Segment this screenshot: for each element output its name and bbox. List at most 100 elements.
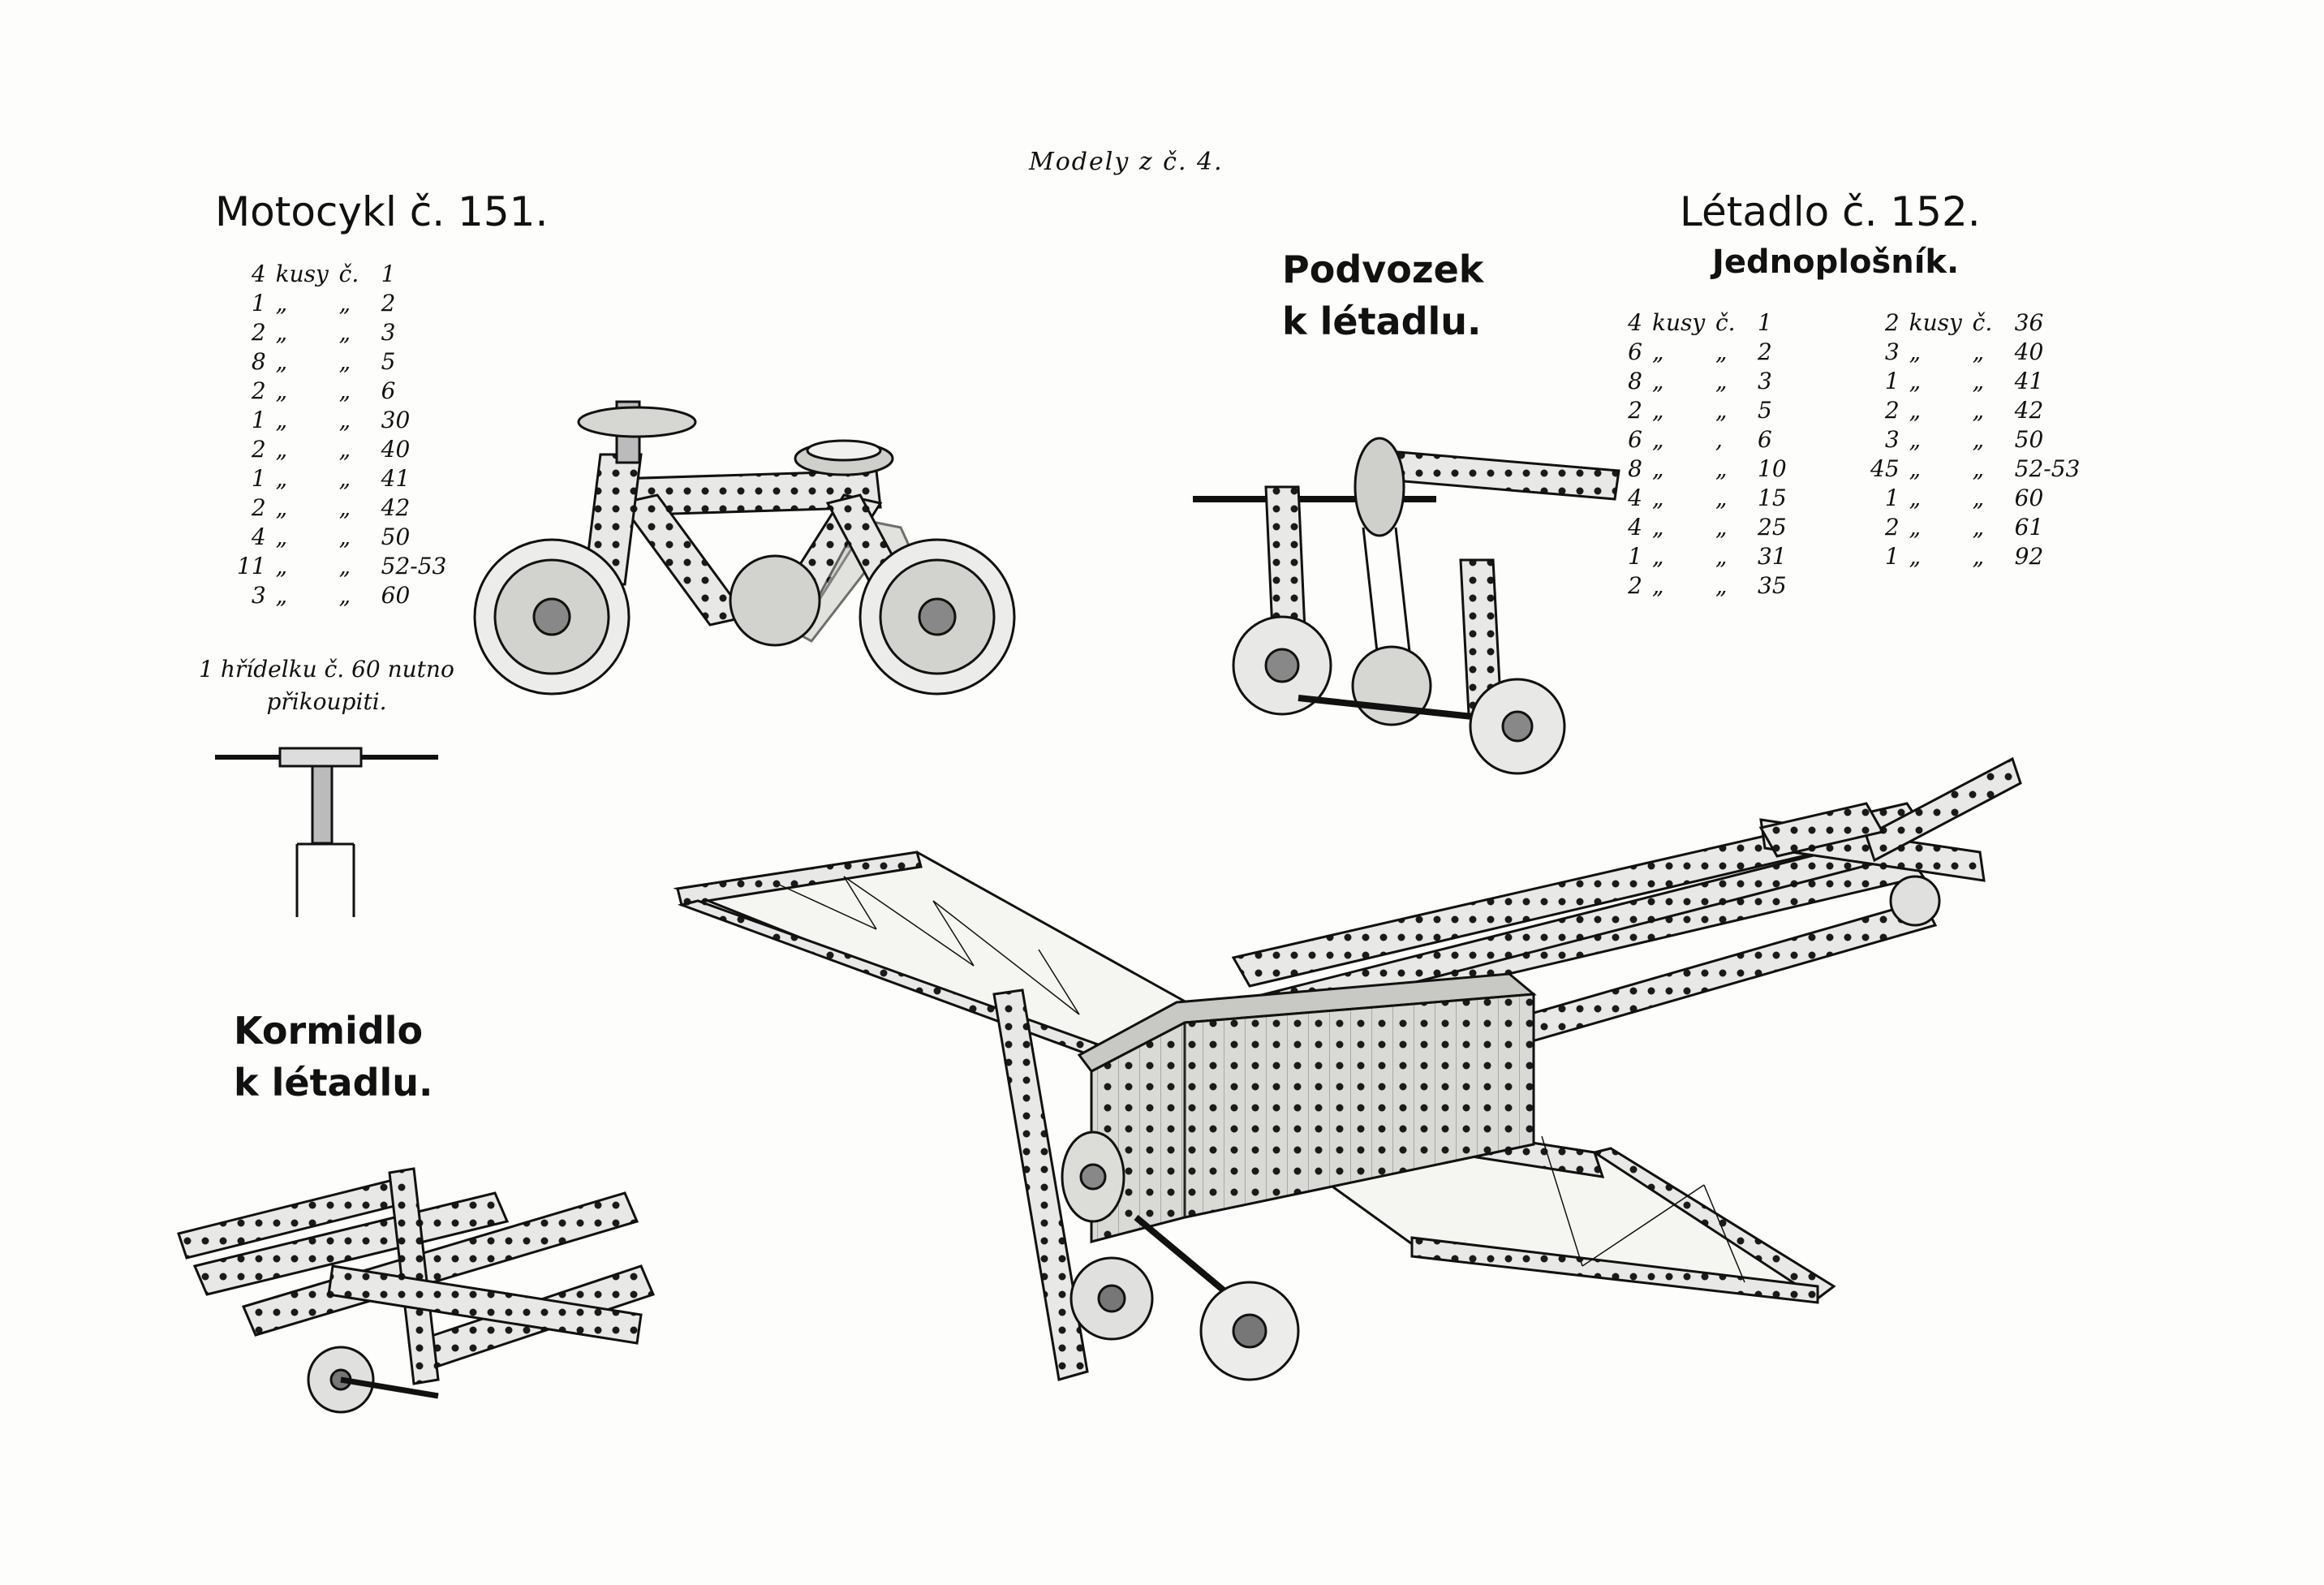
parts-c: „	[338, 582, 351, 609]
parts-row: 8„„10	[1615, 454, 1806, 484]
parts-row: 1 „ „ 41	[237, 464, 446, 493]
parts-row: 6„,6	[1615, 425, 1806, 454]
parts-qty: 2	[1884, 397, 1900, 424]
parts-c: č.	[1972, 309, 1993, 336]
parts-row: 1„„60	[1870, 484, 2080, 513]
parts-qty: 1	[1628, 543, 1642, 570]
parts-c: „	[338, 494, 351, 521]
parts-unit: „	[1652, 397, 1664, 424]
fork-illustration	[215, 747, 438, 917]
parts-row: 3„„40	[1870, 338, 2080, 367]
parts-row: 1 „ „ 31	[1615, 542, 1806, 571]
parts-num: 60	[2014, 485, 2044, 511]
parts-unit: „	[1652, 338, 1664, 365]
parts-num: 3	[1758, 368, 1772, 394]
parts-unit: „	[1909, 485, 1922, 511]
parts-qty: 4	[251, 523, 266, 550]
parts-qty: 4	[1628, 514, 1642, 541]
parts-unit: „	[275, 348, 288, 375]
parts-c: „	[1715, 543, 1728, 570]
parts-qty: 1	[1884, 368, 1900, 394]
parts-row: 1„„92	[1870, 542, 2080, 571]
parts-c: „	[1715, 485, 1728, 511]
parts-qty: 8	[1628, 368, 1642, 394]
parts-unit: „	[1652, 543, 1664, 570]
parts-num: 41	[2014, 368, 2044, 394]
parts-unit: „	[275, 407, 288, 433]
parts-c: „	[1972, 426, 1985, 453]
parts-c: „	[1972, 397, 1985, 424]
parts-num: 92	[2014, 543, 2044, 570]
parts-unit: „	[1909, 514, 1922, 541]
parts-unit: kusy	[275, 261, 329, 287]
parts-c: „	[1715, 397, 1728, 424]
parts-qty: 8	[251, 348, 266, 375]
podvozek-title: Podvozek k létadlu.	[1282, 243, 1483, 347]
parts-c: ,	[1715, 426, 1723, 453]
podvozek-title-line1: Podvozek	[1282, 248, 1484, 291]
parts-c: „	[338, 290, 351, 317]
parts-unit: „	[1652, 485, 1664, 511]
parts-qty: 6	[1628, 338, 1642, 365]
parts-c: „	[338, 319, 351, 346]
parts-row: 2„„6	[237, 377, 446, 406]
parts-qty: 4	[1628, 485, 1642, 511]
parts-row: 1„„30	[237, 406, 446, 435]
parts-c: „	[338, 436, 351, 463]
parts-unit: „	[275, 465, 288, 492]
parts-row: 4„„50	[237, 523, 446, 552]
kormidlo-title-line2: k létadlu.	[234, 1061, 433, 1105]
parts-num: 2	[381, 290, 396, 317]
parts-row: 4„„25	[1615, 513, 1806, 542]
parts-qty: 2	[251, 494, 266, 521]
parts-qty: 45	[1870, 455, 1900, 482]
kormidlo-title: Kormidlo k létadlu.	[234, 1005, 433, 1109]
page-header: Modely z č. 4.	[1029, 148, 1224, 176]
parts-unit: „	[1652, 514, 1664, 541]
parts-row: 6„„2	[1615, 338, 1806, 367]
parts-unit: kusy	[1652, 309, 1706, 336]
parts-row: 1„„41	[1870, 367, 2080, 396]
parts-c: „	[1972, 338, 1985, 365]
parts-num: 52-53	[381, 553, 447, 579]
parts-row: 8„„3	[1615, 367, 1806, 396]
parts-row: 3„„60	[237, 581, 446, 610]
parts-c: „	[338, 465, 351, 492]
parts-qty: 2	[1884, 309, 1900, 336]
parts-unit: „	[275, 582, 288, 609]
motocykl-note: 1 hřídelku č. 60 nutno přikoupiti.	[191, 653, 463, 718]
parts-unit: „	[1909, 543, 1922, 570]
parts-num: 5	[381, 348, 396, 375]
parts-qty: 1	[1884, 543, 1900, 570]
parts-unit: „	[1652, 368, 1664, 394]
parts-c: „	[1715, 572, 1728, 599]
parts-qty: 8	[1628, 455, 1642, 482]
parts-num: 41	[381, 465, 411, 492]
parts-qty: 2	[1628, 397, 1642, 424]
parts-c: „	[1972, 368, 1985, 394]
parts-unit: „	[1909, 338, 1922, 365]
parts-row: 45„„52-53	[1870, 454, 2080, 484]
parts-num: 6	[1758, 426, 1772, 453]
parts-num: 52-53	[2014, 455, 2081, 482]
parts-qty: 2	[251, 377, 266, 404]
parts-row: 2„„61	[1870, 513, 2080, 542]
parts-row: 2„„35	[1615, 571, 1806, 601]
podvozek-title-line2: k létadlu.	[1282, 299, 1482, 343]
parts-num: 1	[381, 261, 396, 287]
parts-num: 31	[1758, 543, 1787, 570]
letadlo-title: Létadlo č. 152.	[1680, 188, 1981, 235]
parts-unit: „	[1652, 455, 1664, 482]
parts-c: „	[338, 407, 351, 433]
parts-qty: 2	[1884, 514, 1900, 541]
parts-qty: 1	[251, 465, 266, 492]
parts-unit: „	[1909, 397, 1922, 424]
motorcycle-illustration	[473, 400, 1016, 696]
parts-c: „	[1972, 455, 1985, 482]
parts-c: „	[1972, 485, 1985, 511]
parts-row: 2„„3	[237, 318, 446, 347]
